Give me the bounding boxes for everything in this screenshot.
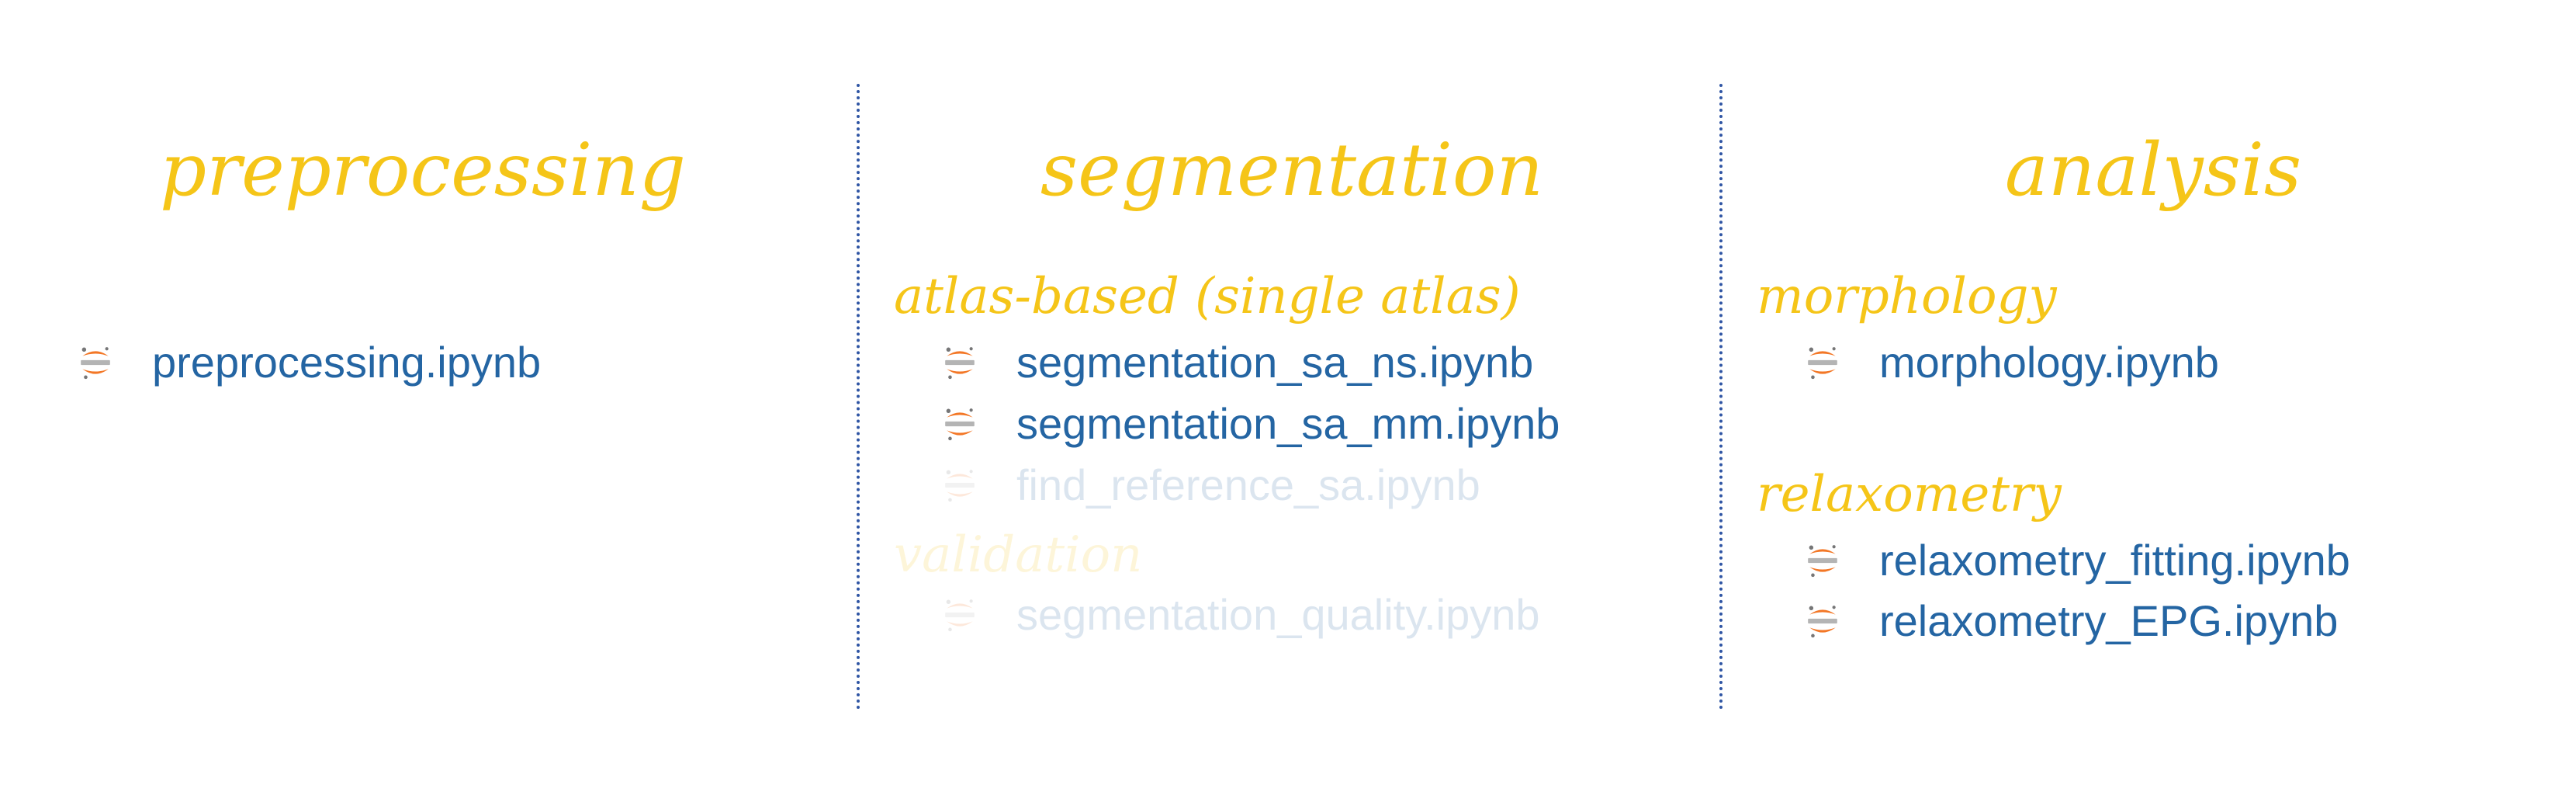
column-title-segmentation: segmentation <box>1040 128 1544 213</box>
notebook-link[interactable]: relaxometry_fitting.ipynb <box>1879 536 2350 585</box>
notebook-item[interactable]: relaxometry_fitting.ipynb <box>1805 529 2350 592</box>
group-label-relaxometry: relaxometry <box>1757 466 2062 523</box>
group-label-atlas-based: atlas-based (single atlas) <box>894 268 1521 325</box>
notebook-item-disabled: segmentation_quality.ipynb <box>942 584 1540 646</box>
jupyter-icon <box>942 467 978 503</box>
notebook-item[interactable]: morphology.ipynb <box>1805 332 2219 394</box>
jupyter-icon <box>942 345 978 380</box>
column-title-preprocessing: preprocessing <box>160 128 686 213</box>
column-divider <box>1719 84 1723 710</box>
jupyter-icon <box>942 406 978 442</box>
jupyter-icon <box>78 345 113 380</box>
notebook-link-disabled: find_reference_sa.ipynb <box>1016 460 1480 509</box>
notebook-link[interactable]: morphology.ipynb <box>1879 338 2219 387</box>
notebook-item[interactable]: segmentation_sa_ns.ipynb <box>942 332 1533 394</box>
notebook-link[interactable]: preprocessing.ipynb <box>152 338 542 387</box>
notebook-link[interactable]: segmentation_sa_ns.ipynb <box>1016 338 1534 387</box>
group-label-morphology: morphology <box>1757 268 2057 325</box>
notebook-item[interactable]: segmentation_sa_mm.ipynb <box>942 393 1560 455</box>
notebook-link[interactable]: relaxometry_EPG.ipynb <box>1879 596 2339 645</box>
notebook-link[interactable]: segmentation_sa_mm.ipynb <box>1016 399 1560 448</box>
notebook-item[interactable]: preprocessing.ipynb <box>78 332 541 394</box>
group-label-validation: validation <box>894 526 1143 584</box>
jupyter-icon <box>1805 603 1840 639</box>
notebook-link-disabled: segmentation_quality.ipynb <box>1016 590 1540 639</box>
notebook-item-disabled: find_reference_sa.ipynb <box>942 454 1480 516</box>
jupyter-icon <box>1805 543 1840 578</box>
jupyter-icon <box>942 597 978 633</box>
notebook-item[interactable]: relaxometry_EPG.ipynb <box>1805 590 2338 652</box>
column-title-analysis: analysis <box>2004 128 2302 213</box>
jupyter-icon <box>1805 345 1840 380</box>
column-divider <box>857 84 860 710</box>
